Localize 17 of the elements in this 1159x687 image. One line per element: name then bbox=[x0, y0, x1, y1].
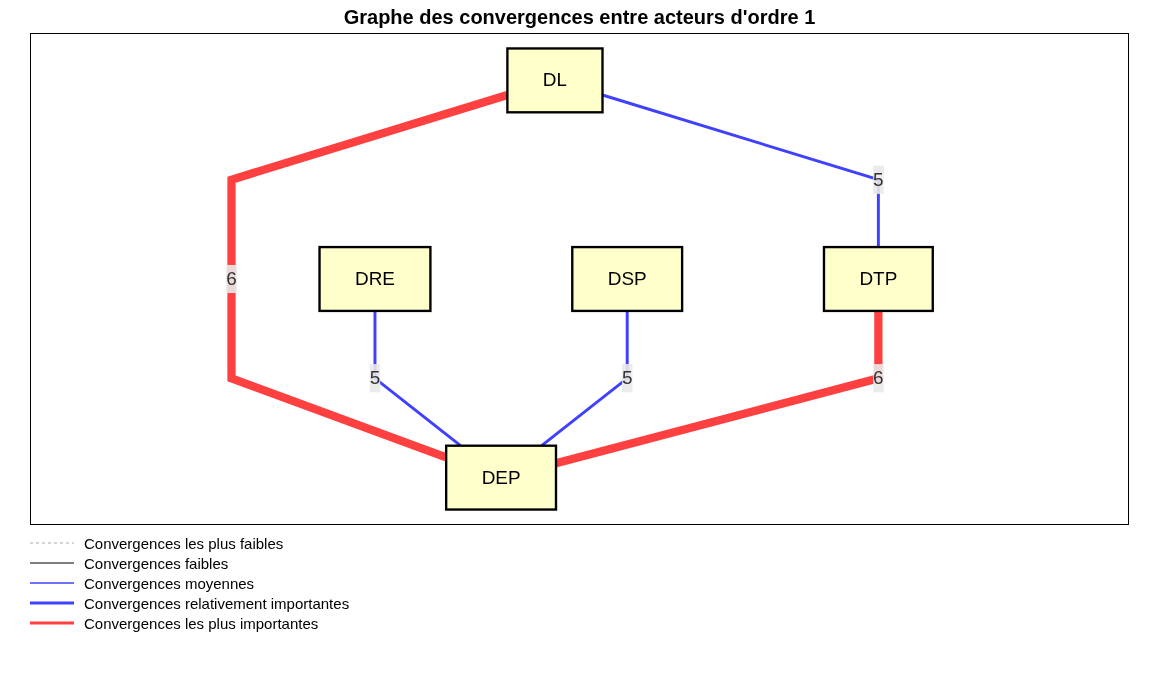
legend-text: Convergences les plus importantes bbox=[84, 614, 319, 632]
edge-label: 5 bbox=[369, 367, 381, 388]
node-box: DRE bbox=[318, 245, 432, 313]
node-box: DTP bbox=[822, 245, 934, 313]
edge-label: 6 bbox=[873, 367, 884, 388]
node-box: DSP bbox=[571, 245, 684, 313]
connector bbox=[602, 93, 880, 248]
legend-text: Convergences les plus faibles bbox=[84, 534, 284, 552]
legend-text: Convergences moyennes bbox=[84, 574, 255, 592]
edge-label: 5 bbox=[873, 169, 884, 190]
node-box: DEP bbox=[445, 444, 558, 511]
edge-label: 6 bbox=[226, 268, 237, 289]
legend-text: Convergences relativement importantes bbox=[84, 594, 350, 612]
edge-label: 5 bbox=[621, 367, 633, 388]
diagram-title: Graphe des convergences entre acteurs d'ordre 1 bbox=[342, 6, 817, 29]
legend-text: Convergences faibles bbox=[84, 554, 229, 572]
node-box: DL bbox=[506, 47, 604, 114]
